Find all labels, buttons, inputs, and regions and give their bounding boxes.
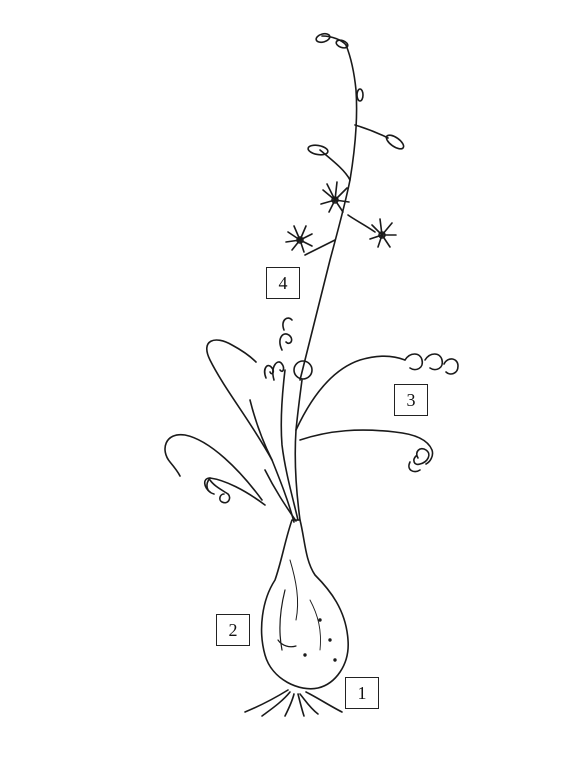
bulb xyxy=(262,520,349,689)
tendril-top xyxy=(265,318,292,380)
label-3: 3 xyxy=(394,384,428,416)
leaf-right xyxy=(296,354,458,472)
label-4: 4 xyxy=(266,267,300,299)
roots xyxy=(245,690,342,716)
label-2: 2 xyxy=(216,614,250,646)
flower-stalk xyxy=(300,36,388,380)
label-1: 1 xyxy=(345,677,379,709)
flower-buds xyxy=(307,32,405,156)
